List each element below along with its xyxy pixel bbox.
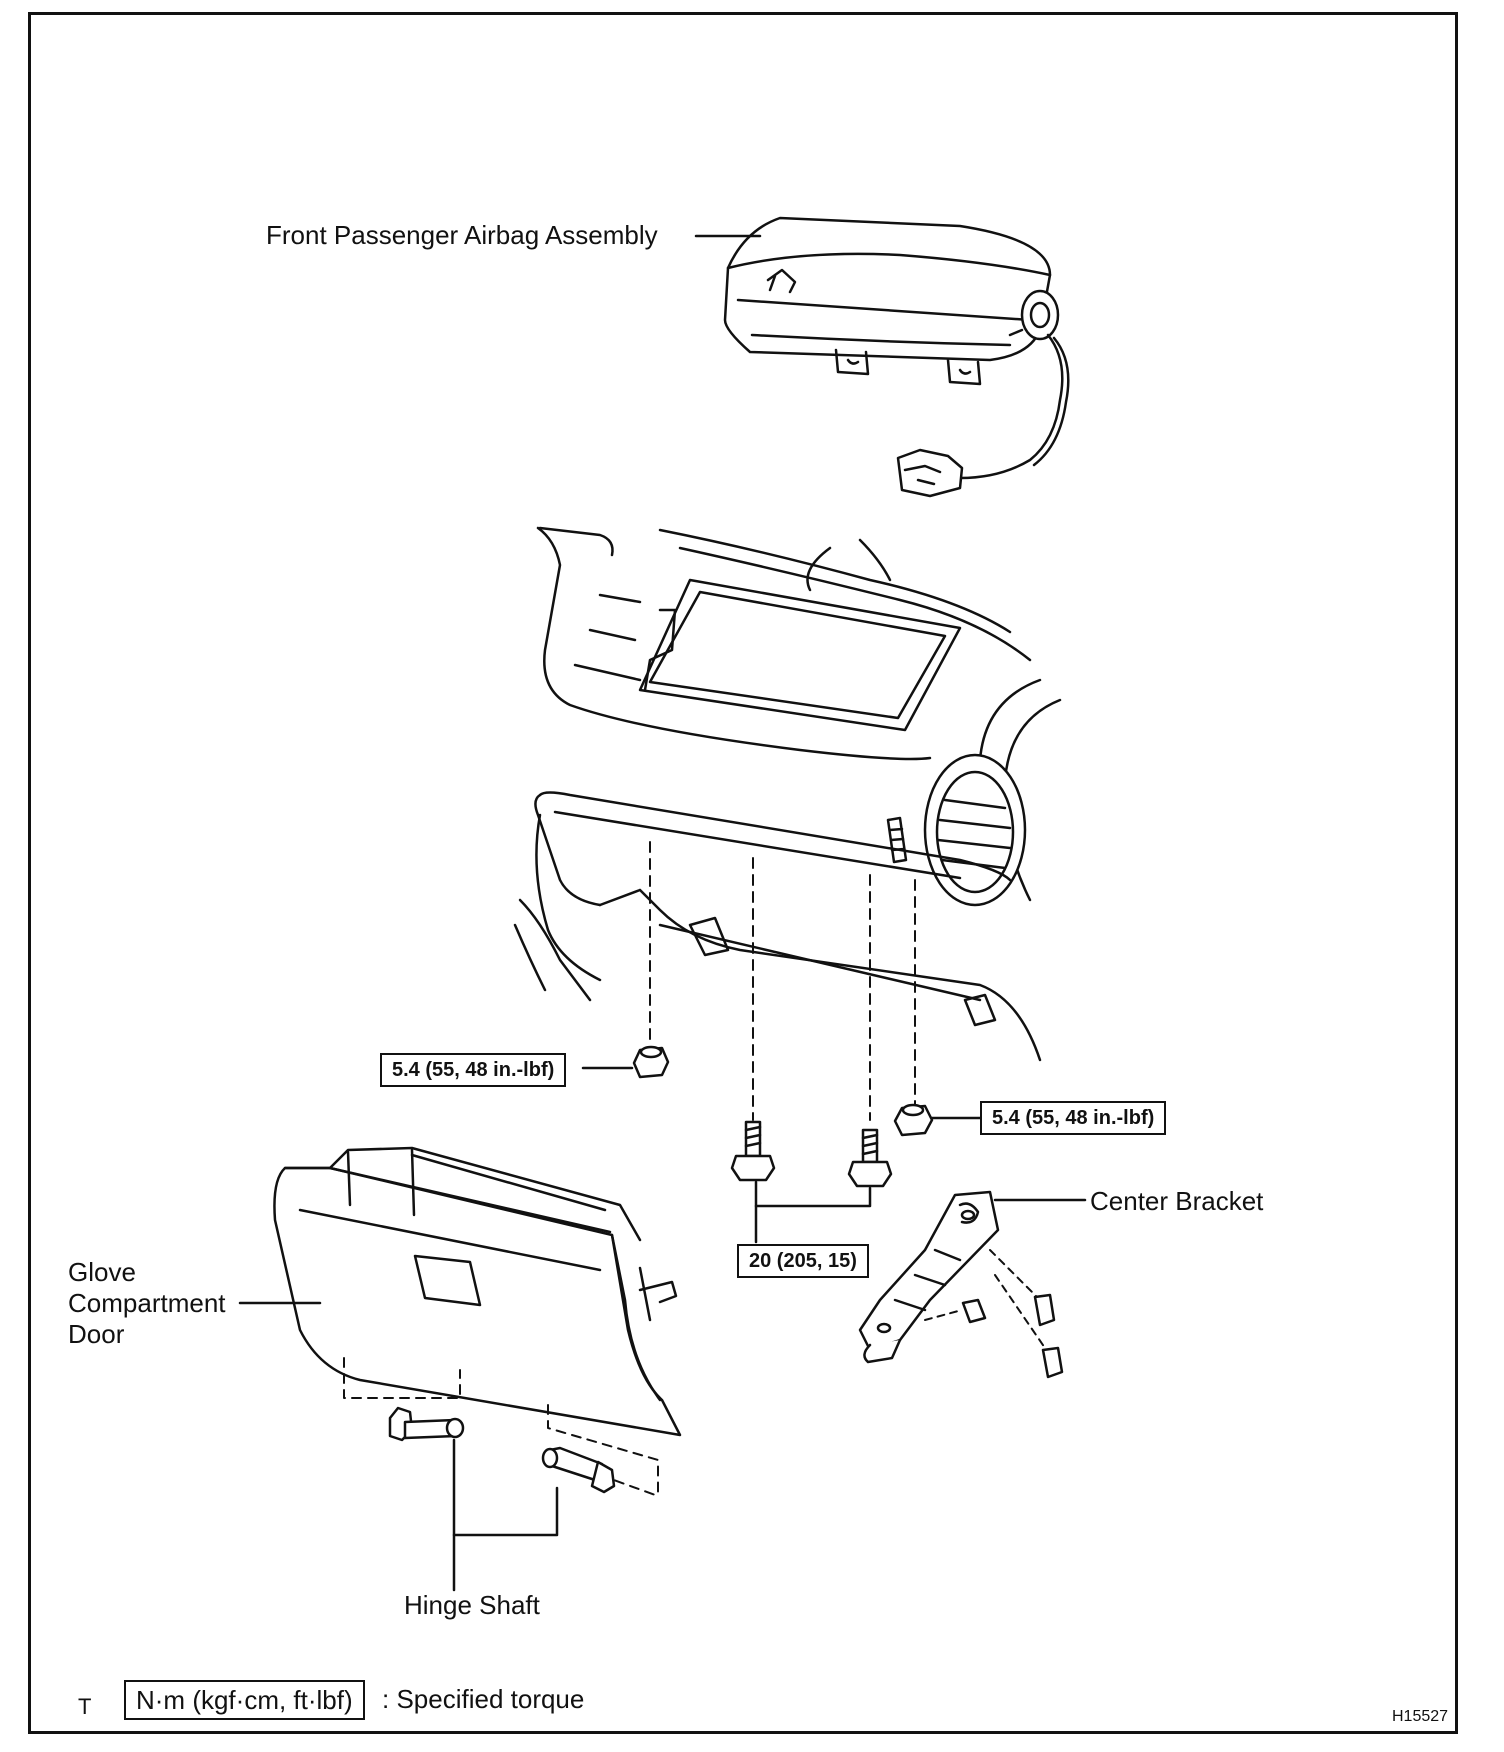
diagram-frame [28, 12, 1458, 1734]
torque-unit-box: N·m (kgf·cm, ft·lbf) [124, 1680, 365, 1720]
hinge-callout-bracket [452, 1438, 559, 1537]
glove-label-line2: Compartment [68, 1288, 226, 1318]
instrument-panel-illustration [513, 526, 1062, 1062]
glove-label-line3: Door [68, 1319, 125, 1349]
bolt-torque-box: 20 (205, 15) [737, 1244, 869, 1278]
hinge-shaft-label: Hinge Shaft [404, 1590, 540, 1620]
left-nut-torque-box: 5.4 (55, 48 in.-lbf) [380, 1053, 567, 1087]
glove-compartment-door-illustration [273, 1146, 682, 1437]
airbag-assembly-label: Front Passenger Airbag Assembly [266, 220, 658, 250]
right-nut-torque-box: 5.4 (55, 48 in.-lbf) [980, 1101, 1167, 1135]
figure-id: H15527 [1392, 1708, 1449, 1725]
hinge-guide-boxes [343, 1357, 659, 1497]
assembly-guide-lines [649, 841, 916, 1121]
center-bracket-illustration [858, 1190, 1000, 1364]
center-bracket-label: Center Bracket [1090, 1186, 1264, 1216]
center-bracket-screws [961, 1293, 1064, 1379]
glove-label-line1: Glove [68, 1257, 136, 1287]
bolt-callout-bracket [754, 1180, 872, 1208]
torque-legend-description: : Specified torque [382, 1684, 585, 1714]
glove-compartment-door-label: Glove Compartment Door [68, 1257, 226, 1350]
fastener-illustrations [632, 1045, 934, 1188]
airbag-assembly-illustration [723, 216, 1070, 498]
hinge-shaft-illustrations [388, 1406, 616, 1494]
bracket-screw-guides [924, 1249, 1046, 1349]
torque-marker-symbol: T [78, 1694, 92, 1719]
